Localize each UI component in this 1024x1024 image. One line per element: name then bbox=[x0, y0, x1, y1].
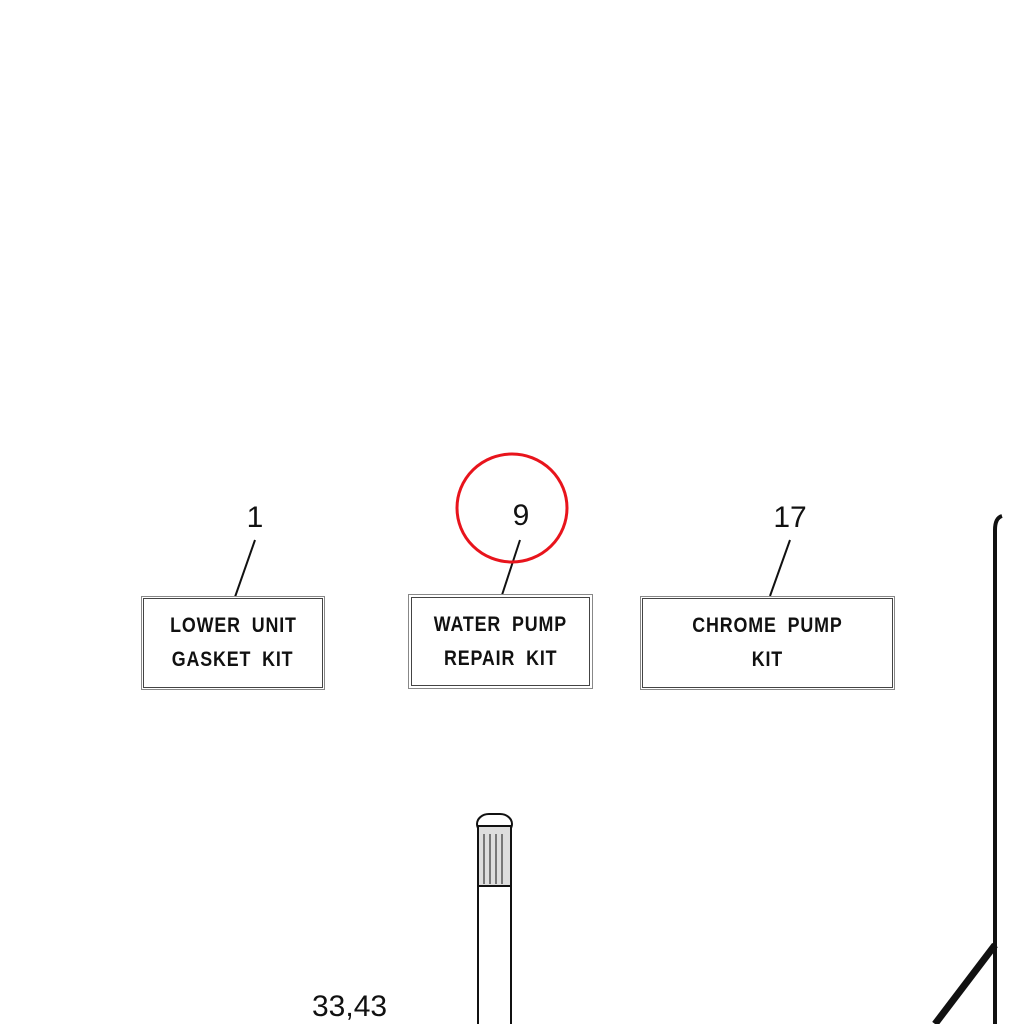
kit-label-line: REPAIR KIT bbox=[443, 646, 558, 670]
drive-shaft bbox=[476, 813, 513, 1024]
kit-label-line: GASKET KIT bbox=[172, 648, 294, 671]
callout-number-9[interactable]: 9 bbox=[512, 499, 530, 532]
kit-box-chrome-pump[interactable]: CHROME PUMP KIT bbox=[640, 596, 895, 690]
kit-label-line: WATER PUMP bbox=[433, 612, 568, 636]
callout-number-1: 1 bbox=[246, 501, 264, 534]
shaft-reference-number: 33,43 bbox=[312, 990, 388, 1023]
leader-line-17 bbox=[769, 539, 791, 597]
kit-label-line: KIT bbox=[751, 648, 784, 671]
kit-box-lower-unit-gasket[interactable]: LOWER UNIT GASKET KIT bbox=[141, 596, 325, 690]
leader-line-9 bbox=[501, 539, 521, 596]
callout-number-17: 17 bbox=[773, 501, 807, 534]
leader-line-1 bbox=[234, 539, 256, 598]
housing-outline bbox=[932, 514, 1003, 1024]
highlight-circle bbox=[455, 452, 569, 564]
kit-label-line: CHROME PUMP bbox=[692, 614, 843, 637]
kit-label-line: LOWER UNIT bbox=[169, 614, 297, 637]
kit-box-water-pump-repair[interactable]: WATER PUMP REPAIR KIT bbox=[408, 594, 593, 689]
